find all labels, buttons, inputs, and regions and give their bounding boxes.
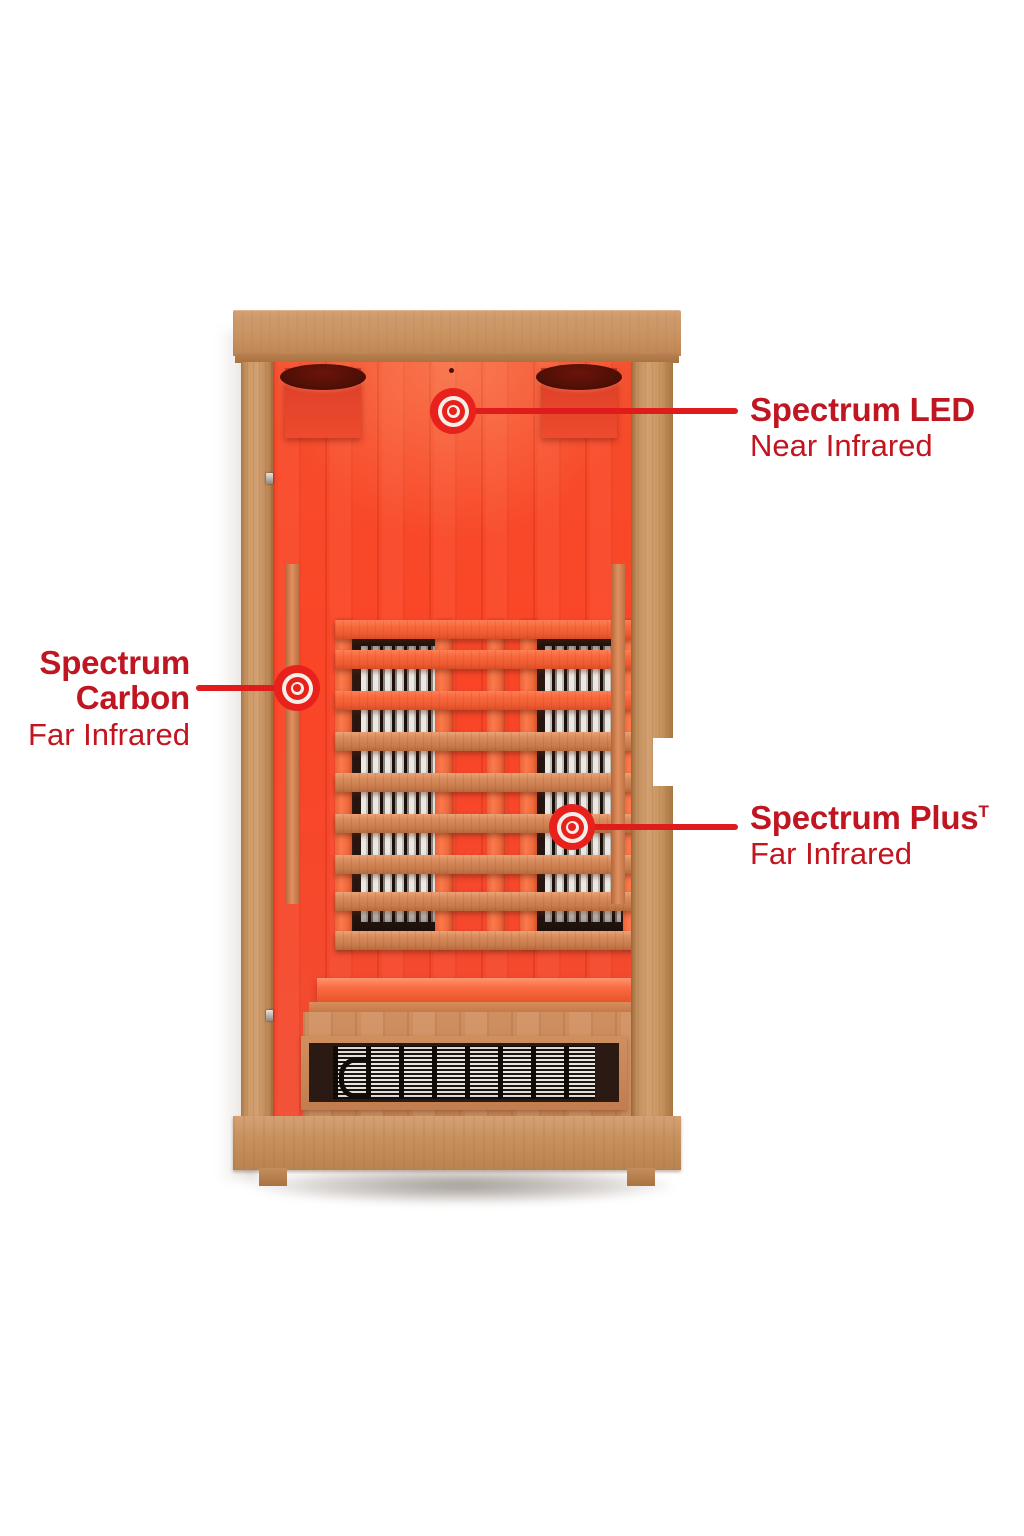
heater-slat bbox=[335, 892, 637, 911]
leader-line-spectrum-led bbox=[470, 408, 738, 414]
ceiling-sensor-dot bbox=[449, 368, 454, 373]
cabin-interior-glow bbox=[273, 362, 637, 1152]
cabinet-stile-right bbox=[631, 362, 673, 1152]
bullseye-ring-4 bbox=[290, 681, 304, 695]
floor-shadow bbox=[251, 1170, 671, 1204]
ceiling-speaker-right bbox=[536, 364, 622, 438]
callout-title-spectrum-plus: Spectrum PlusT bbox=[750, 800, 989, 835]
heater-frame-right bbox=[611, 564, 625, 904]
speaker-cone-icon bbox=[280, 364, 366, 390]
calf-heater-surround bbox=[301, 1036, 627, 1110]
callout-spectrum-led: Spectrum LED Near Infrared bbox=[750, 392, 975, 464]
callout-title-line2-spectrum-carbon: Carbon bbox=[75, 679, 191, 717]
leader-line-spectrum-carbon bbox=[196, 685, 304, 691]
heater-slat bbox=[335, 620, 637, 639]
callout-subtitle-spectrum-led: Near Infrared bbox=[750, 428, 933, 464]
heater-slat bbox=[335, 931, 637, 950]
sauna-cabin-illustration bbox=[217, 310, 681, 1215]
cabinet-crown-lip bbox=[235, 354, 679, 363]
door-handle-notch bbox=[653, 738, 675, 786]
heater-slat bbox=[335, 650, 637, 669]
callout-spectrum-carbon: Spectrum Carbon Far Infrared bbox=[0, 645, 190, 752]
bullseye-ring-3 bbox=[441, 399, 465, 423]
door-hinge-lower bbox=[266, 1010, 273, 1021]
marker-spectrum-led[interactable] bbox=[430, 388, 476, 434]
sauna-bench-seat bbox=[317, 978, 633, 1006]
bench-front-edge bbox=[309, 1002, 637, 1014]
heater-frame-left bbox=[285, 564, 299, 904]
bullseye-ring-2 bbox=[437, 395, 469, 427]
far-infrared-heater-assembly bbox=[335, 620, 637, 950]
callout-subtitle-spectrum-carbon: Far Infrared bbox=[28, 716, 190, 752]
bullseye-ring-4 bbox=[446, 404, 460, 418]
bullseye-ring-4 bbox=[565, 820, 579, 834]
callout-title-text: Spectrum Plus bbox=[750, 799, 979, 836]
calf-heater-bars bbox=[333, 1046, 595, 1099]
ceiling-speaker-left bbox=[280, 364, 366, 438]
door-hinge-upper bbox=[266, 473, 273, 484]
marker-spectrum-plus[interactable] bbox=[549, 804, 595, 850]
bullseye-ring-3 bbox=[285, 676, 309, 700]
callout-spectrum-plus: Spectrum PlusT Far Infrared bbox=[750, 800, 989, 872]
trademark-superscript: T bbox=[978, 802, 989, 821]
calf-heater-hook-icon bbox=[339, 1057, 366, 1099]
cabinet-foot-right bbox=[627, 1168, 655, 1186]
leader-line-spectrum-plus bbox=[590, 824, 738, 830]
cabinet-crown-top bbox=[233, 310, 681, 356]
bullseye-ring-3 bbox=[560, 815, 584, 839]
callout-subtitle-spectrum-plus: Far Infrared bbox=[750, 836, 912, 872]
cabinet-foot-left bbox=[259, 1168, 287, 1186]
heater-slat bbox=[335, 732, 637, 751]
heater-slat bbox=[335, 773, 637, 792]
calf-heater-grille bbox=[309, 1043, 619, 1102]
heater-slat bbox=[335, 855, 637, 874]
callout-title-spectrum-led: Spectrum LED bbox=[750, 391, 975, 428]
bullseye-ring-2 bbox=[281, 672, 313, 704]
bullseye-core bbox=[568, 823, 576, 831]
bullseye-ring-2 bbox=[556, 811, 588, 843]
cabinet-base-plinth bbox=[233, 1116, 681, 1170]
wood-grain-texture bbox=[233, 310, 681, 356]
heater-slat bbox=[335, 691, 637, 710]
speaker-cone-icon bbox=[536, 364, 622, 390]
bullseye-core bbox=[293, 684, 301, 692]
marker-spectrum-carbon[interactable] bbox=[274, 665, 320, 711]
callout-title-line1-spectrum-carbon: Spectrum bbox=[39, 644, 190, 681]
bullseye-core bbox=[449, 407, 457, 415]
